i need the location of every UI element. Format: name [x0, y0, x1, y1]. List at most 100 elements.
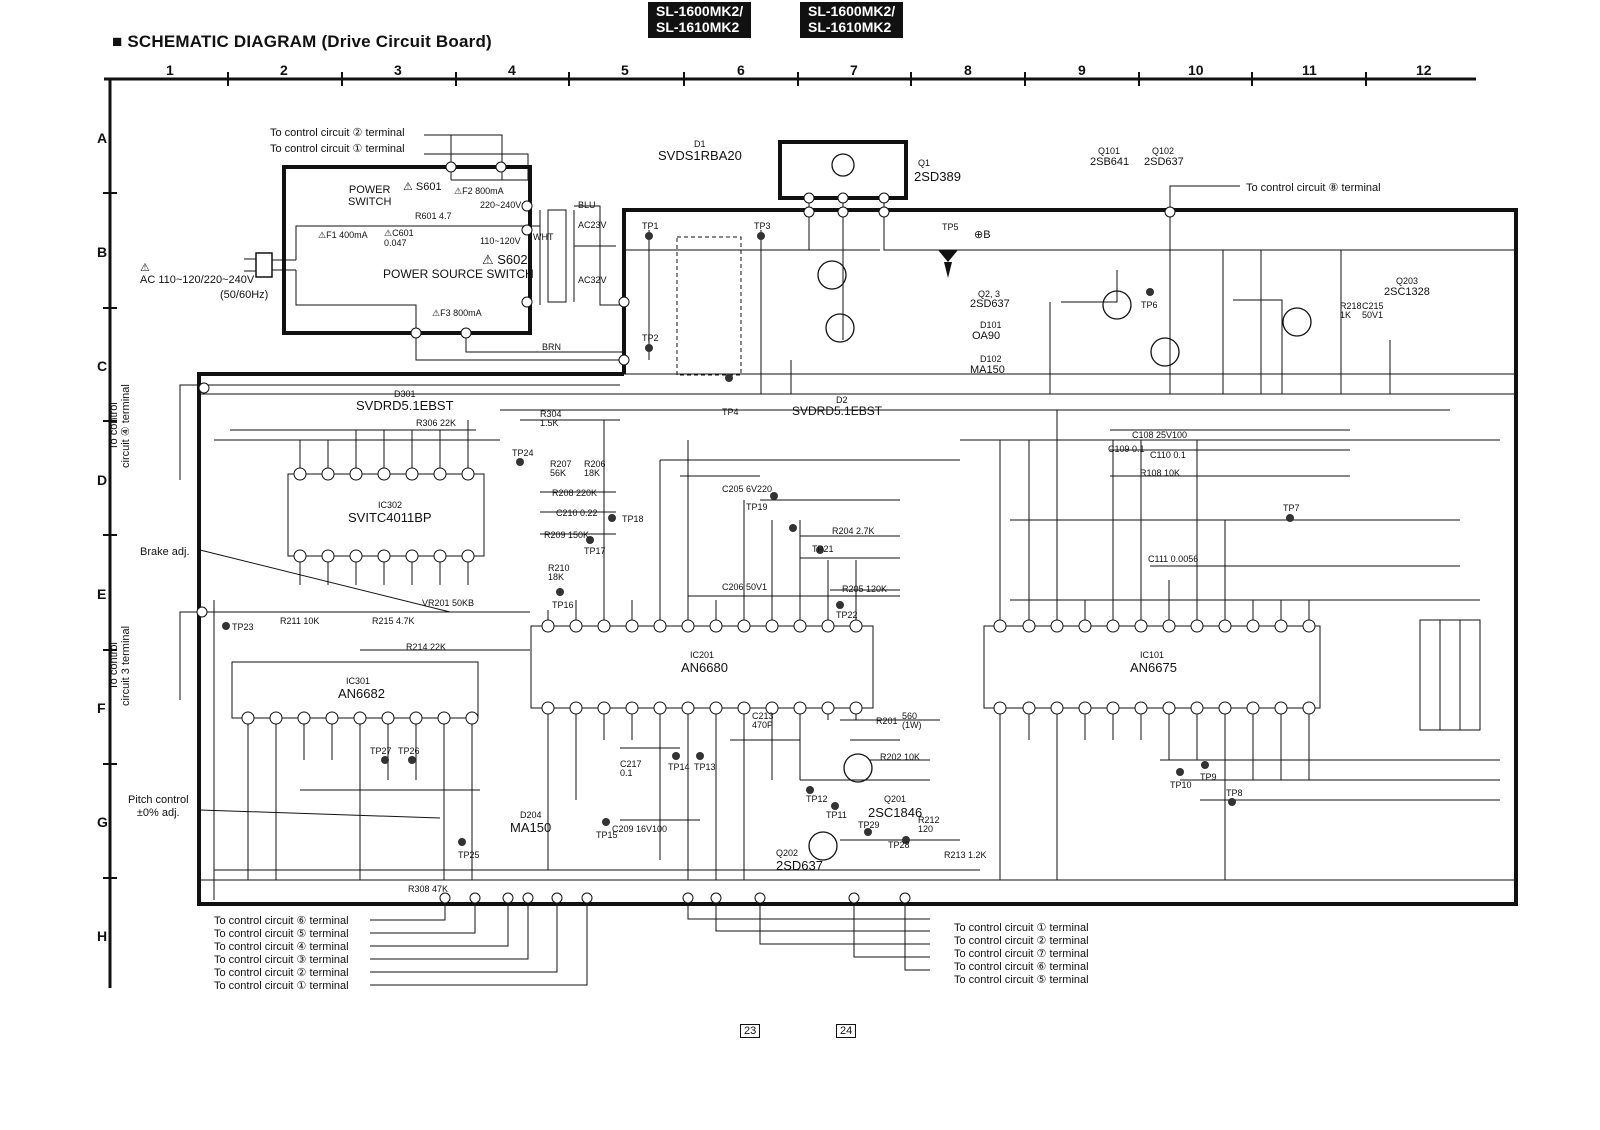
- grid-col-10: 10: [1188, 62, 1204, 78]
- tp2-label: TP2: [642, 333, 659, 343]
- ic302-part: SVITC4011BP: [348, 510, 432, 525]
- grid-col-7: 7: [850, 62, 858, 78]
- tp26-label: TP26: [398, 746, 420, 756]
- r211-label: R211 10K: [280, 616, 320, 626]
- grid-row-a: A: [97, 130, 108, 146]
- c601-label: ⚠C601 0.047: [384, 228, 414, 248]
- s602-label: ⚠ S602: [482, 252, 528, 267]
- r209-label: R209 150K: [544, 530, 590, 540]
- tp16-label: TP16: [552, 600, 574, 610]
- tp9-label: TP9: [1200, 772, 1217, 782]
- tp25-label: TP25: [458, 850, 480, 860]
- tp23-label: TP23: [232, 622, 254, 632]
- tp15-label: TP15: [596, 830, 618, 840]
- c109-label: C109 0.1: [1108, 444, 1145, 454]
- tp5-label: TP5: [942, 222, 959, 232]
- ic301-ref: IC301: [346, 676, 371, 686]
- c108-label: C108 25V100: [1132, 430, 1188, 440]
- grid-row-f: F: [97, 700, 106, 716]
- c111-label: C111 0.0056: [1148, 554, 1199, 564]
- ctrl3-vertical-label: To control circuit 3 terminal: [108, 625, 132, 706]
- q102-part: 2SD637: [1144, 156, 1184, 168]
- r308-label: R308 47K: [408, 884, 449, 894]
- grid-col-9: 9: [1078, 62, 1086, 78]
- tp1-label: TP1: [642, 221, 659, 231]
- r304-label: R304 1.5K: [540, 409, 562, 428]
- c217-label: C217 0.1: [620, 759, 642, 778]
- power-switch-label: POWER SWITCH: [348, 184, 392, 208]
- q201-ref: Q201: [884, 794, 907, 804]
- grid-col-12: 12: [1416, 62, 1432, 78]
- plus-b-label: ⊕B: [974, 229, 991, 241]
- page-number-right: 24: [836, 1024, 857, 1038]
- model-line-1: SL-1600MK2/: [808, 3, 896, 19]
- bottom-left-terminal-6: To control circuit ① terminal: [214, 980, 349, 992]
- r206-label: R206 18K: [584, 459, 606, 478]
- bottom-right-terminal-2: To control circuit ② terminal: [954, 935, 1089, 947]
- power-source-switch-label: POWER SOURCE SWITCH: [383, 267, 534, 281]
- q23-ref: Q2, 3: [978, 289, 1001, 299]
- wht-label: WHT: [533, 232, 554, 242]
- r201-label: R201: [876, 716, 898, 726]
- grid-col-5: 5: [621, 62, 629, 78]
- tp24-label: TP24: [512, 448, 534, 458]
- ctrl4-vertical-label: To control circuit ④ terminal: [108, 384, 132, 468]
- q203-ref: Q203: [1396, 276, 1419, 286]
- d204-part: MA150: [510, 820, 552, 835]
- grid-col-8: 8: [964, 62, 972, 78]
- bottom-left-terminal-5: To control circuit ② terminal: [214, 967, 349, 979]
- d204-ref: D204: [520, 810, 542, 820]
- page-title: ■ SCHEMATIC DIAGRAM (Drive Circuit Board…: [112, 32, 492, 51]
- r210-label: R210 18K: [548, 563, 570, 582]
- q1-part: 2SD389: [914, 169, 961, 184]
- vr201-label: VR201 50KB: [422, 598, 475, 608]
- hz-label: (50/60Hz): [220, 289, 269, 301]
- ac32-label: AC32V: [578, 275, 607, 285]
- tp21-label: TP21: [812, 544, 834, 554]
- grid-col-4: 4: [508, 62, 516, 78]
- tp19-label: TP19: [746, 502, 768, 512]
- bottom-left-terminal-2: To control circuit ⑤ terminal: [214, 928, 349, 940]
- blu-label: BLU: [578, 200, 596, 210]
- tp8-label: TP8: [1226, 788, 1243, 798]
- d101-ref: D101: [980, 320, 1002, 330]
- model-badge-right: SL-1600MK2/ SL-1610MK2: [800, 2, 904, 38]
- r215-label: R215 4.7K: [372, 616, 415, 626]
- d101-part: OA90: [972, 330, 1001, 342]
- tp18-label: TP18: [622, 514, 644, 524]
- v220-label: 220~240V: [480, 200, 522, 210]
- c206-label: C206 50V1: [722, 582, 768, 592]
- ic302-ref: IC302: [378, 500, 403, 510]
- d102-part: MA150: [970, 364, 1005, 376]
- c210-label: C210 0.22: [556, 508, 598, 518]
- r213-label: R213 1.2K: [944, 850, 987, 860]
- brn-label: BRN: [542, 342, 562, 352]
- bottom-right-terminal-1: To control circuit ① terminal: [954, 922, 1089, 934]
- v110-label: 110~120V: [480, 236, 521, 246]
- r601-label: R601 4.7: [415, 211, 452, 221]
- bottom-right-terminal-4: To control circuit ⑥ terminal: [954, 961, 1089, 973]
- grid-col-1: 1: [166, 62, 174, 78]
- ac23-label: AC23V: [578, 220, 607, 230]
- tp29-label: TP29: [858, 820, 880, 830]
- grid-row-d: D: [97, 472, 108, 488]
- tp6-label: TP6: [1141, 300, 1158, 310]
- grid-col-2: 2: [280, 62, 288, 78]
- ic201-part: AN6680: [681, 660, 728, 675]
- bottom-left-terminal-3: To control circuit ④ terminal: [214, 941, 349, 953]
- d1-ref: D1: [694, 139, 706, 149]
- power-ctrl1-label: To control circuit ① terminal: [270, 143, 405, 155]
- grid-col-6: 6: [737, 62, 745, 78]
- c213-label: C213 470P: [752, 711, 774, 730]
- q101-ref: Q101: [1098, 146, 1121, 156]
- r214-label: R214 22K: [406, 642, 447, 652]
- q102-ref: Q102: [1152, 146, 1175, 156]
- tp14-label: TP14: [668, 762, 690, 772]
- r207-label: R207 56K: [550, 459, 572, 478]
- d1-part: SVDS1RBA20: [658, 148, 742, 163]
- tp11-label: TP11: [826, 810, 847, 820]
- tp10-label: TP10: [1170, 780, 1192, 790]
- pitch-adj-label: Pitch control ±0% adj.: [128, 794, 189, 819]
- bottom-left-terminal-4: To control circuit ③ terminal: [214, 954, 349, 966]
